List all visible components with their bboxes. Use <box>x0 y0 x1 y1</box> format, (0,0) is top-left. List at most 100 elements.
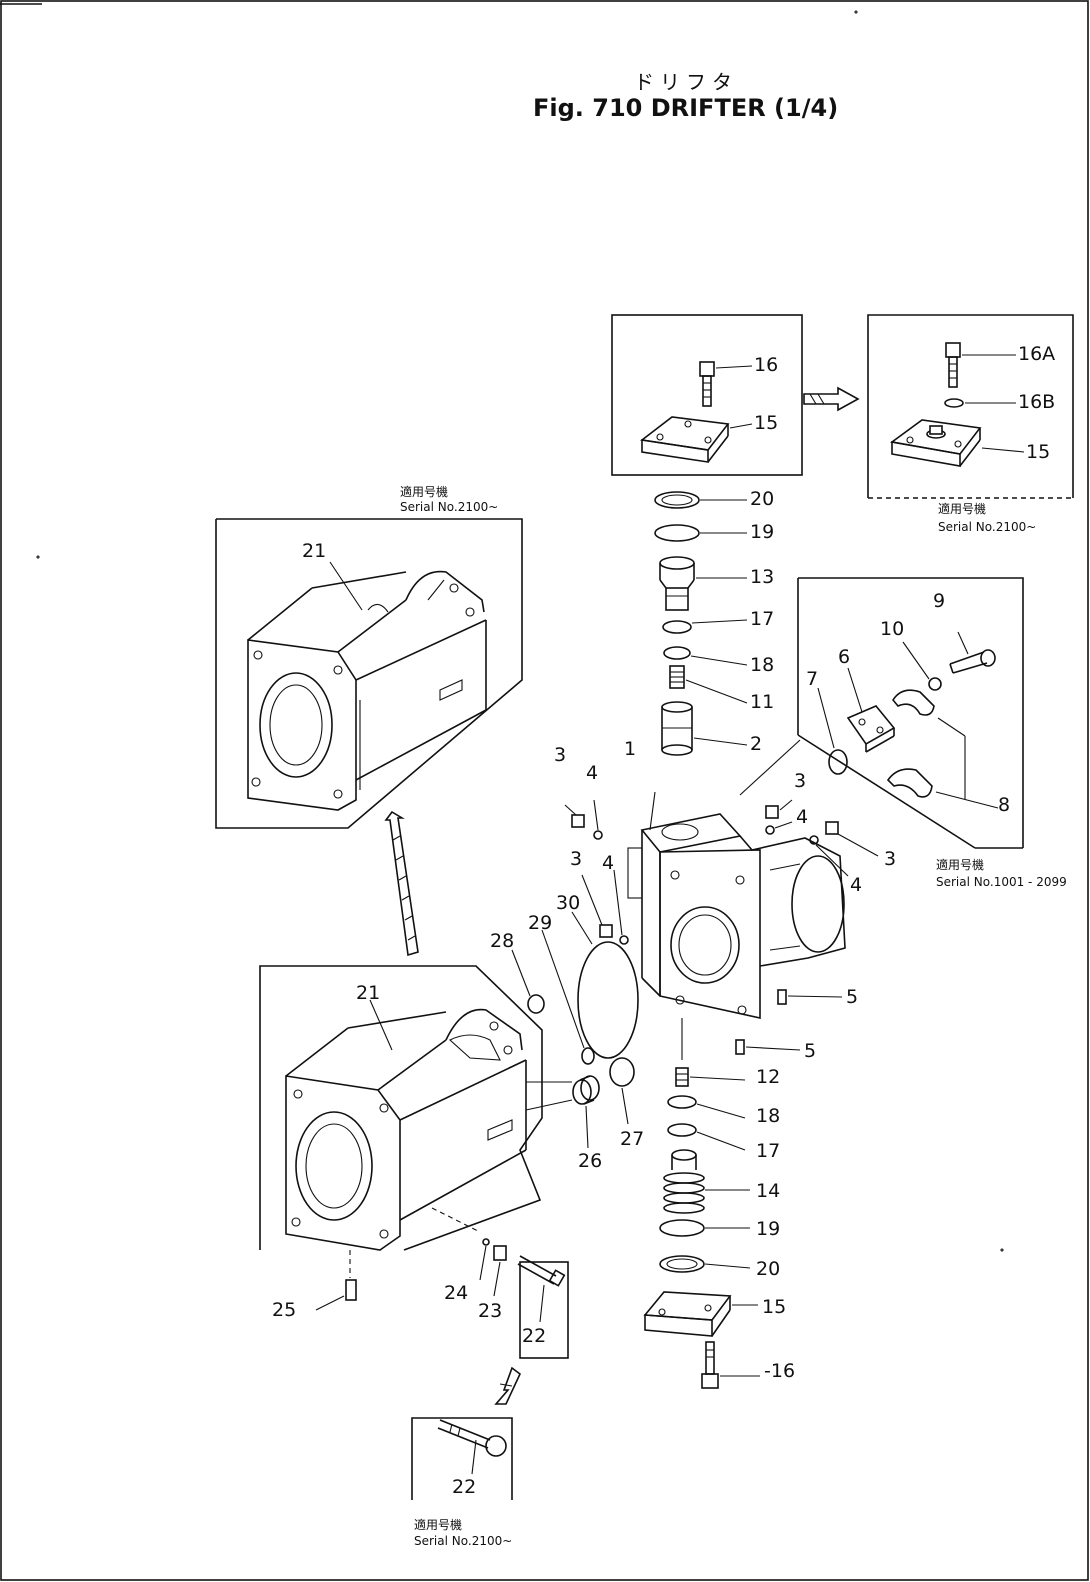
callout-27: 27 <box>620 1128 645 1150</box>
ring-18-icon <box>663 646 691 660</box>
washer-24-icon <box>482 1238 490 1246</box>
callout-17: 17 <box>750 608 775 630</box>
spring-12-icon <box>675 1067 689 1087</box>
washer-10-icon <box>928 677 942 691</box>
callout-4: 4 <box>586 762 599 784</box>
drifter-body-1-icon <box>627 813 846 1019</box>
callout-18: 18 <box>756 1105 781 1127</box>
callout-13: 13 <box>750 566 775 588</box>
serial-note-bottom: Serial No.2100~ <box>414 1534 513 1548</box>
plug-20-icon <box>654 491 700 509</box>
upgrade-arrow-icon <box>384 810 419 957</box>
callout-12: 12 <box>756 1066 781 1088</box>
callout-16: 16 <box>754 354 779 376</box>
serial-note-top-right-jp: 適用号機 <box>938 502 987 516</box>
callout-17: 17 <box>756 1140 781 1162</box>
callout-10: 10 <box>880 618 905 640</box>
valve-22-icon <box>517 1255 566 1287</box>
callout-22: 22 <box>452 1476 477 1498</box>
figure-title: Fig. 710 DRIFTER (1/4) <box>533 94 839 122</box>
callout-20: 20 <box>750 488 775 510</box>
valve-22-new-icon <box>437 1419 507 1457</box>
washer-4b-icon <box>765 825 775 835</box>
washer-4d-icon <box>619 935 629 945</box>
callout-20: 20 <box>756 1258 781 1280</box>
callout-16: -16 <box>764 1360 796 1382</box>
flange-6-icon <box>846 705 896 753</box>
serial-note-top-right: Serial No.2100~ <box>938 520 1037 534</box>
callout-4: 4 <box>796 806 809 828</box>
cover-plate-15-lower-icon <box>643 1291 732 1337</box>
callout-5: 5 <box>846 986 859 1008</box>
callout-11: 11 <box>750 691 775 713</box>
bolt-9-icon <box>949 649 996 674</box>
title-japanese: ドリフタ <box>634 70 738 94</box>
callout-25: 25 <box>272 1299 297 1321</box>
inset-top-right-frame <box>867 314 1074 498</box>
inset-22-frame <box>519 1261 569 1359</box>
bushing-26-icon <box>572 1075 600 1105</box>
clamp-8-upper-icon <box>892 689 935 716</box>
callout-3: 3 <box>884 848 897 870</box>
cylinder-21-new-icon <box>247 570 487 811</box>
callout-2: 2 <box>750 733 763 755</box>
callout-22: 22 <box>522 1325 547 1347</box>
ring-17b-icon <box>667 1123 697 1137</box>
plug-23-icon <box>493 1245 507 1261</box>
callout-24: 24 <box>444 1282 469 1304</box>
socket-bolt-16-icon <box>699 361 715 407</box>
down-arrow-icon <box>494 1366 521 1405</box>
callout-15: 15 <box>754 412 779 434</box>
socket-bolt-16-lower-icon <box>701 1341 719 1389</box>
callout-21: 21 <box>302 540 327 562</box>
plug-20b-icon <box>659 1255 705 1273</box>
cover-plate-15-icon <box>640 416 730 463</box>
callout-28: 28 <box>490 930 515 952</box>
callout-19: 19 <box>756 1218 781 1240</box>
update-arrow-icon <box>803 386 860 412</box>
inset-right-frame <box>798 577 1024 848</box>
inset-top-left-frame <box>215 518 523 829</box>
callout-4: 4 <box>602 852 615 874</box>
washer-4a-icon <box>593 830 603 840</box>
callout-8: 8 <box>998 794 1011 816</box>
washer-4c-icon <box>809 835 819 845</box>
cover-plate-15-new-icon <box>890 419 982 467</box>
snap-ring-27-icon <box>609 1057 635 1087</box>
callout-7: 7 <box>806 668 819 690</box>
inset-lower-left-frame <box>259 965 543 1251</box>
serial-note-right-jp: 適用号機 <box>936 858 985 872</box>
ring-17-icon <box>662 620 692 634</box>
oring-19b-icon <box>659 1219 705 1237</box>
callout-16A: 16A <box>1018 343 1056 365</box>
plug-5b-icon <box>735 1039 745 1055</box>
valve-13-icon <box>659 556 695 611</box>
callout-3: 3 <box>554 744 567 766</box>
callout-15: 15 <box>762 1296 787 1318</box>
callout-26: 26 <box>578 1150 603 1172</box>
serial-note-right: Serial No.1001 - 2099 <box>936 875 1067 889</box>
oring-30-icon <box>577 941 639 1059</box>
ring-28-icon <box>527 994 545 1014</box>
plug-25-icon <box>345 1279 357 1301</box>
callout-5: 5 <box>804 1040 817 1062</box>
callout-15: 15 <box>1026 441 1051 463</box>
washer-16B-icon <box>944 398 964 408</box>
sleeve-2-icon <box>661 701 693 756</box>
callout-6: 6 <box>838 646 851 668</box>
oring-29-icon <box>581 1047 595 1065</box>
callout-30: 30 <box>556 892 581 914</box>
oring-7-icon <box>828 749 848 775</box>
callout-21: 21 <box>356 982 381 1004</box>
spring-11-icon <box>669 665 685 689</box>
callout-18: 18 <box>750 654 775 676</box>
plug-3d-icon <box>599 924 613 938</box>
inset-top-center-frame <box>611 314 803 476</box>
plug-3a-icon <box>571 814 585 828</box>
plug-3b-icon <box>765 805 779 819</box>
plug-5a-icon <box>777 989 787 1005</box>
cylinder-21-old-icon <box>285 1008 527 1251</box>
